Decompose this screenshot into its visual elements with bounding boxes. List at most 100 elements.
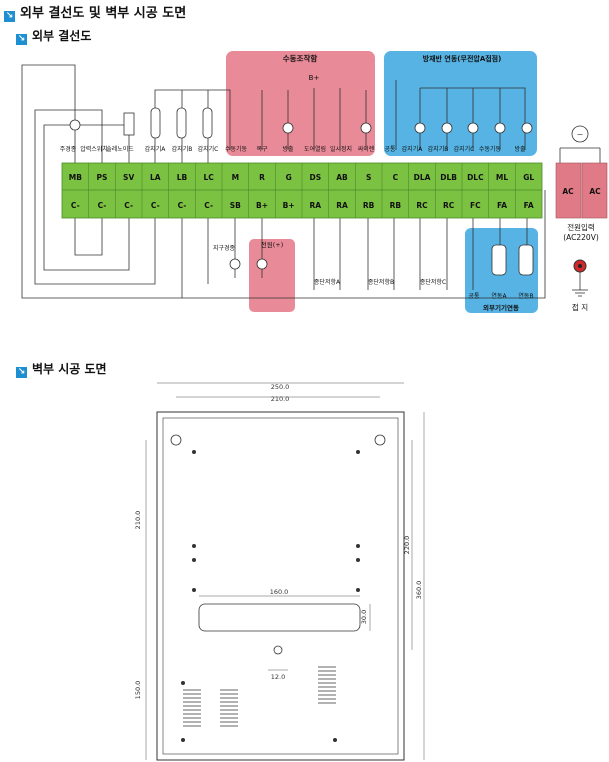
end-resistor-label: 종단저항C (420, 278, 446, 286)
device-label: 주경종 (60, 146, 77, 153)
interlock-b-icon (518, 244, 534, 276)
dim-label: 220.0 (403, 536, 411, 555)
interlock-a-icon (491, 244, 507, 276)
ground-label: 접 지 (572, 303, 588, 312)
terminal-label-top: C (393, 173, 399, 182)
dim-label: 30.0 (360, 610, 368, 624)
field-devices (69, 107, 534, 276)
arrow-icon: ↘ (16, 34, 27, 45)
terminal-label-bottom: C- (178, 201, 187, 210)
cabinet-outline (156, 411, 405, 761)
terminal-label-bottom: RC (416, 201, 428, 210)
dim-label: 160.0 (270, 588, 289, 596)
lamp-icon (467, 122, 479, 134)
dim-label: 210.0 (271, 395, 290, 403)
terminal-label-top: LB (177, 173, 188, 182)
detector-c-icon (202, 107, 213, 139)
manual-box-label: 수동조작함 (283, 53, 318, 63)
terminal-label-top: M (232, 173, 239, 182)
device-label: 수동기동 (225, 145, 248, 153)
device-label: 방출 (514, 145, 526, 153)
device-label: 솔레노이드 (106, 145, 134, 153)
lamp-icon (414, 122, 426, 134)
ac-terminal-1 (555, 162, 582, 219)
device-label: 방출 (282, 145, 294, 153)
end-resistor-label: 종단저항A (314, 278, 341, 286)
dim-label: 150.0 (134, 681, 142, 700)
terminal-label-top: SV (123, 173, 134, 182)
ground-icon (572, 272, 588, 297)
dim-label: 12.0 (271, 673, 285, 681)
detector-a-icon (150, 107, 161, 139)
arrow-icon: ↘ (4, 11, 15, 22)
terminal-label-bottom: FC (470, 201, 481, 210)
mount-hole-icon (170, 434, 182, 446)
terminal-label-bottom: C- (98, 201, 107, 210)
device-label: 일시정지 (330, 145, 352, 153)
terminal-label-bottom: FA (524, 201, 534, 210)
terminal-label-top: MB (69, 173, 82, 182)
terminal-label-bottom: B+ (283, 201, 295, 210)
panel-box-label: 방재반 연동(무전압A접점) (423, 54, 502, 63)
device-label: 복구 (256, 146, 268, 153)
vent-slots (183, 666, 336, 727)
manual-box (226, 51, 375, 156)
fire-bell-label: 지구경종 (213, 244, 236, 252)
dim-label: 250.0 (271, 383, 290, 391)
terminal-label-bottom: RC (443, 201, 455, 210)
device-label: 싸이렌 (358, 145, 375, 153)
terminal-label-top: DLB (440, 173, 457, 182)
terminal-label-top: LA (150, 173, 161, 182)
terminal-label-bottom: C- (204, 201, 213, 210)
terminal-label-bottom: FA (497, 201, 507, 210)
terminal-label-top: LC (204, 173, 215, 182)
lamp-icon (521, 122, 533, 134)
bell-icon (69, 119, 81, 131)
ext-label: 연동A (491, 292, 507, 300)
end-resistor-label: 종단저항B (368, 278, 394, 286)
terminal-label-top: G (286, 173, 292, 182)
cable-slot (198, 603, 361, 632)
lamp-icon (282, 122, 294, 134)
ext-label: 공통 (468, 293, 480, 300)
solenoid-icon (123, 112, 135, 136)
device-label: 감지기A (145, 145, 167, 153)
terminal-label-bottom: C- (124, 201, 133, 210)
ext-label: 연동B (518, 292, 533, 300)
power-spec-label: (AC220V) (563, 233, 599, 242)
ac-label: AC (562, 187, 574, 196)
device-label: 공통 (384, 146, 396, 153)
cabinet-inner (162, 417, 399, 755)
ground-terminal-dot (578, 264, 582, 268)
terminal-label-bottom: C- (151, 201, 160, 210)
mount-hole-icon (374, 434, 386, 446)
manual-bplus-label: B+ (309, 74, 320, 82)
terminal-label-bottom: RA (310, 201, 322, 210)
terminal-label-top: DLA (414, 173, 431, 182)
section-heading-wall: ↘벽부 시공 도면 (16, 362, 107, 378)
lamp-icon (441, 122, 453, 134)
device-label: 감지기C (454, 145, 475, 153)
dim-label: 210.0 (134, 511, 142, 530)
arrow-icon: ↘ (16, 367, 27, 378)
device-label: 감지기C (198, 145, 219, 153)
ac-source-icon (571, 125, 589, 143)
sine-icon: ~ (577, 130, 584, 139)
terminal-label-top: R (259, 173, 265, 182)
mount-hole-icon (273, 645, 283, 655)
device-label: 감지기B (172, 145, 193, 153)
mounting-dots (181, 450, 360, 742)
device-labels: 주경종 압력스위치 솔레노이드 감지기A 감지기B 감지기C 수동기동 복구 방… (60, 145, 526, 153)
panel-box (384, 51, 537, 156)
power-plus-label: 전원(+) (261, 240, 283, 249)
lamp-icon (256, 258, 268, 270)
bell-icon (229, 258, 241, 270)
terminal-label-bottom: B+ (256, 201, 268, 210)
terminal-label-top: ML (496, 173, 508, 182)
terminal-label-top: DLC (467, 173, 484, 182)
section-heading-wiring: ↘외부 결선도 (16, 29, 92, 45)
wall-drawing (145, 382, 425, 761)
terminal-label-top: DS (310, 173, 322, 182)
